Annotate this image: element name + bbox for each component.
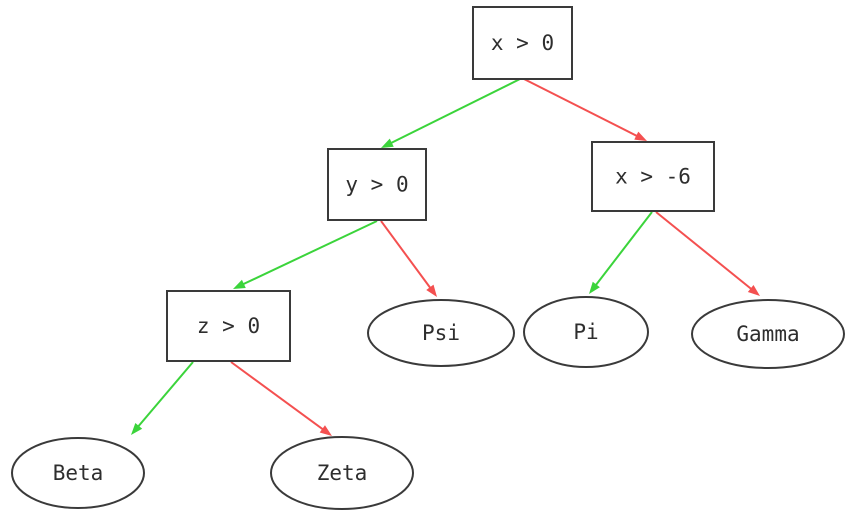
node-label: Zeta bbox=[317, 461, 368, 485]
condition-box bbox=[166, 290, 291, 362]
condition-box bbox=[472, 6, 573, 80]
edge-x-gt-m6-to-pi-true bbox=[589, 211, 653, 294]
arrowhead-icon bbox=[233, 279, 246, 289]
edge-x-gt-0-to-x-gt-m6-false bbox=[523, 78, 647, 141]
edge-x-gt-m6-to-gamma-false bbox=[655, 211, 760, 296]
edge-z-gt-0-to-zeta-false bbox=[230, 361, 332, 436]
arrowhead-icon bbox=[319, 425, 332, 436]
leaf-ellipse bbox=[523, 296, 649, 368]
condition-box bbox=[327, 148, 427, 221]
arrowhead-icon bbox=[747, 284, 760, 296]
leaf-ellipse bbox=[691, 299, 845, 369]
node-z-gt-0: z > 0 bbox=[166, 290, 291, 362]
node-psi: Psi bbox=[367, 299, 515, 367]
node-gamma: Gamma bbox=[691, 299, 845, 369]
node-label: x > -6 bbox=[615, 165, 691, 189]
node-label: y > 0 bbox=[345, 173, 408, 197]
node-label: Beta bbox=[53, 461, 104, 485]
leaf-ellipse bbox=[270, 436, 414, 510]
leaf-ellipse bbox=[11, 437, 145, 509]
arrowhead-icon bbox=[131, 422, 143, 435]
node-label: x > 0 bbox=[491, 31, 554, 55]
node-y-gt-0: y > 0 bbox=[327, 148, 427, 221]
edge-x-gt-0-to-y-gt-0-true bbox=[381, 78, 521, 148]
edge-z-gt-0-to-beta-true bbox=[131, 361, 194, 435]
edge-y-gt-0-to-psi-false bbox=[380, 220, 437, 297]
node-x-gt-0: x > 0 bbox=[472, 6, 573, 80]
node-label: Gamma bbox=[736, 322, 799, 346]
node-pi: Pi bbox=[523, 296, 649, 368]
arrowhead-icon bbox=[634, 131, 647, 141]
arrowhead-icon bbox=[381, 138, 394, 148]
edge-y-gt-0-to-z-gt-0-true bbox=[233, 220, 378, 289]
node-beta: Beta bbox=[11, 437, 145, 509]
arrowhead-icon bbox=[589, 281, 600, 294]
edges-layer bbox=[131, 78, 760, 436]
condition-box bbox=[591, 141, 715, 212]
node-label: Psi bbox=[422, 321, 460, 345]
node-x-gt-m6: x > -6 bbox=[591, 141, 715, 212]
node-label: Pi bbox=[573, 320, 598, 344]
leaf-ellipse bbox=[367, 299, 515, 367]
node-zeta: Zeta bbox=[270, 436, 414, 510]
node-label: z > 0 bbox=[197, 314, 260, 338]
arrowhead-icon bbox=[426, 284, 437, 297]
